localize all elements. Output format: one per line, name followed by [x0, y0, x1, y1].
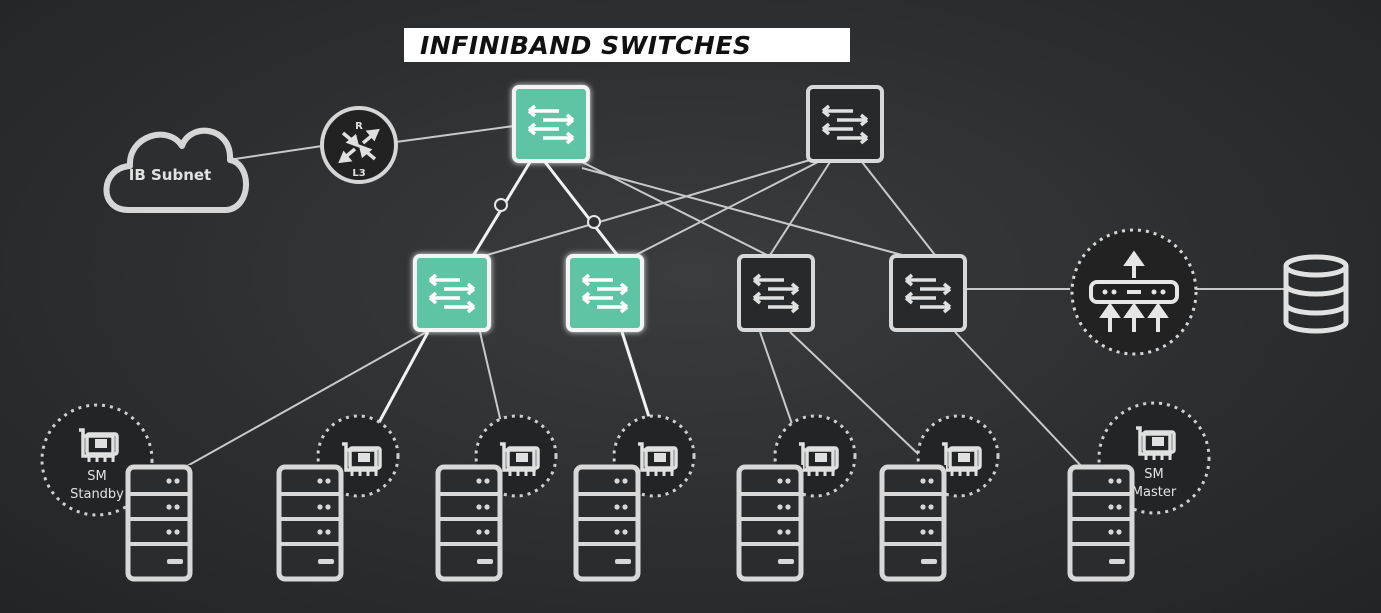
- nic-card-icon: [77, 428, 119, 464]
- sm-master-line2: Master: [1132, 485, 1177, 500]
- sm-standby-line1: SM: [87, 469, 106, 484]
- switch-spine-active: [512, 85, 590, 163]
- sm-standby-line2: Standby: [70, 487, 124, 502]
- nic-sm-standby: SM Standby: [40, 403, 154, 517]
- ib-subnet-cloud: IB Subnet: [103, 127, 249, 213]
- switch-leaf-active-2: [566, 254, 644, 332]
- switch-leaf-4: [889, 254, 967, 332]
- nic-card-icon: [498, 442, 540, 478]
- nic-card-icon: [340, 442, 382, 478]
- switch-icon: [889, 254, 967, 332]
- switch-icon: [413, 254, 491, 332]
- nic-card-icon: [797, 442, 839, 478]
- switch-leaf-active-1: [413, 254, 491, 332]
- database: [1283, 254, 1349, 334]
- nic-card-icon: [940, 442, 982, 478]
- router: R L3: [320, 106, 398, 184]
- switch-spine: [806, 85, 884, 163]
- servers: [126, 465, 1134, 581]
- switch-icon: [566, 254, 644, 332]
- connection-lines: [179, 125, 1286, 471]
- switch-icon: [737, 254, 815, 332]
- router-top-label: R: [355, 121, 363, 132]
- link-node: [494, 198, 508, 212]
- sm-master-line1: SM: [1144, 467, 1163, 482]
- title-text: INFINIBAND SWITCHES: [420, 30, 752, 60]
- cloud-label: IB Subnet: [129, 166, 211, 184]
- nic-card-icon: [636, 442, 678, 478]
- router-bottom-label: L3: [352, 168, 365, 179]
- database-icon: [1283, 254, 1349, 334]
- nic-card-icon: [1134, 426, 1176, 462]
- switch-leaf-3: [737, 254, 815, 332]
- diagram-title: INFINIBAND SWITCHES: [404, 28, 850, 62]
- switch-icon: [512, 85, 590, 163]
- cloud-icon: [103, 127, 249, 213]
- switch-icon: [806, 85, 884, 163]
- gateway: [1070, 228, 1198, 356]
- link-node: [587, 215, 601, 229]
